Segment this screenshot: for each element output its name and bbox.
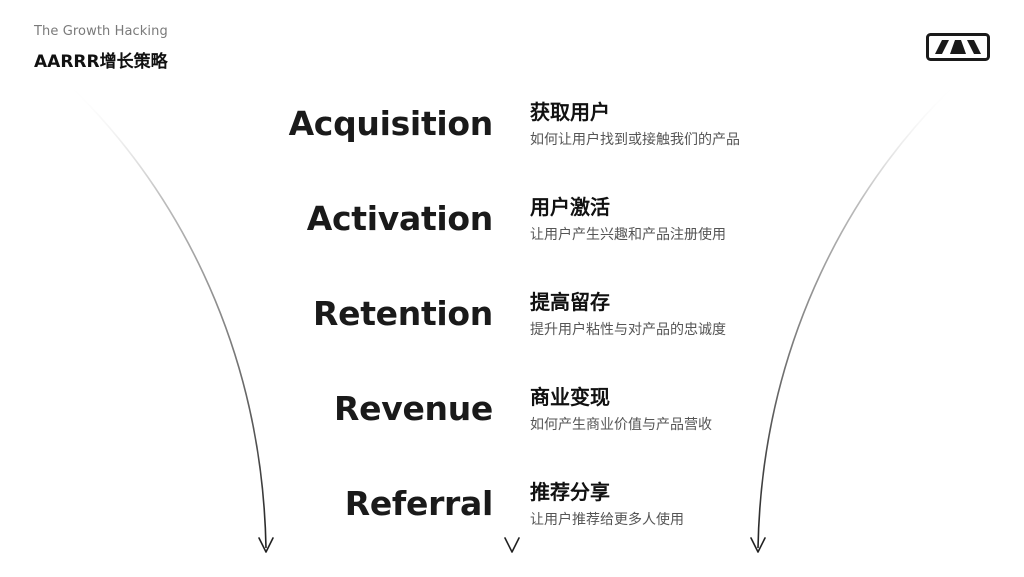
stage-description: 如何让用户找到或接触我们的产品 [530,132,740,148]
stage-en-label: Acquisition [288,104,494,143]
arrow-down-icon [504,537,520,553]
stage-en-label: Retention [313,294,493,333]
stage-zh-title: 提高留存 [530,290,610,314]
stage-revenue: Revenue 商业变现 如何产生商业价值与产品营收 [0,381,1024,451]
stage-acquisition: Acquisition 获取用户 如何让用户找到或接触我们的产品 [0,96,1024,166]
logo-icon [926,33,990,61]
page-title: AARRR增长策略 [34,52,168,72]
header-subtitle: The Growth Hacking [34,24,168,39]
stage-zh-title: 推荐分享 [530,480,610,504]
stage-referral: Referral 推荐分享 让用户推荐给更多人使用 [0,476,1024,546]
stage-zh-title: 用户激活 [530,195,610,219]
stage-en-label: Activation [306,199,494,238]
right-flow-curve [757,81,959,549]
stage-en-label: Referral [344,484,494,523]
stage-description: 让用户推荐给更多人使用 [530,512,684,528]
arrow-down-icon [258,537,274,553]
stage-description: 让用户产生兴趣和产品注册使用 [530,227,726,243]
stage-zh-title: 商业变现 [530,385,610,409]
stage-retention: Retention 提高留存 提升用户粘性与对产品的忠诚度 [0,286,1024,356]
stage-description: 如何产生商业价值与产品营收 [530,417,712,433]
arrow-down-icon [750,537,766,553]
left-flow-curve [65,81,267,549]
stage-en-label: Revenue [334,389,493,428]
stage-activation: Activation 用户激活 让用户产生兴趣和产品注册使用 [0,191,1024,261]
stage-description: 提升用户粘性与对产品的忠诚度 [530,322,726,338]
stage-zh-title: 获取用户 [530,100,610,124]
